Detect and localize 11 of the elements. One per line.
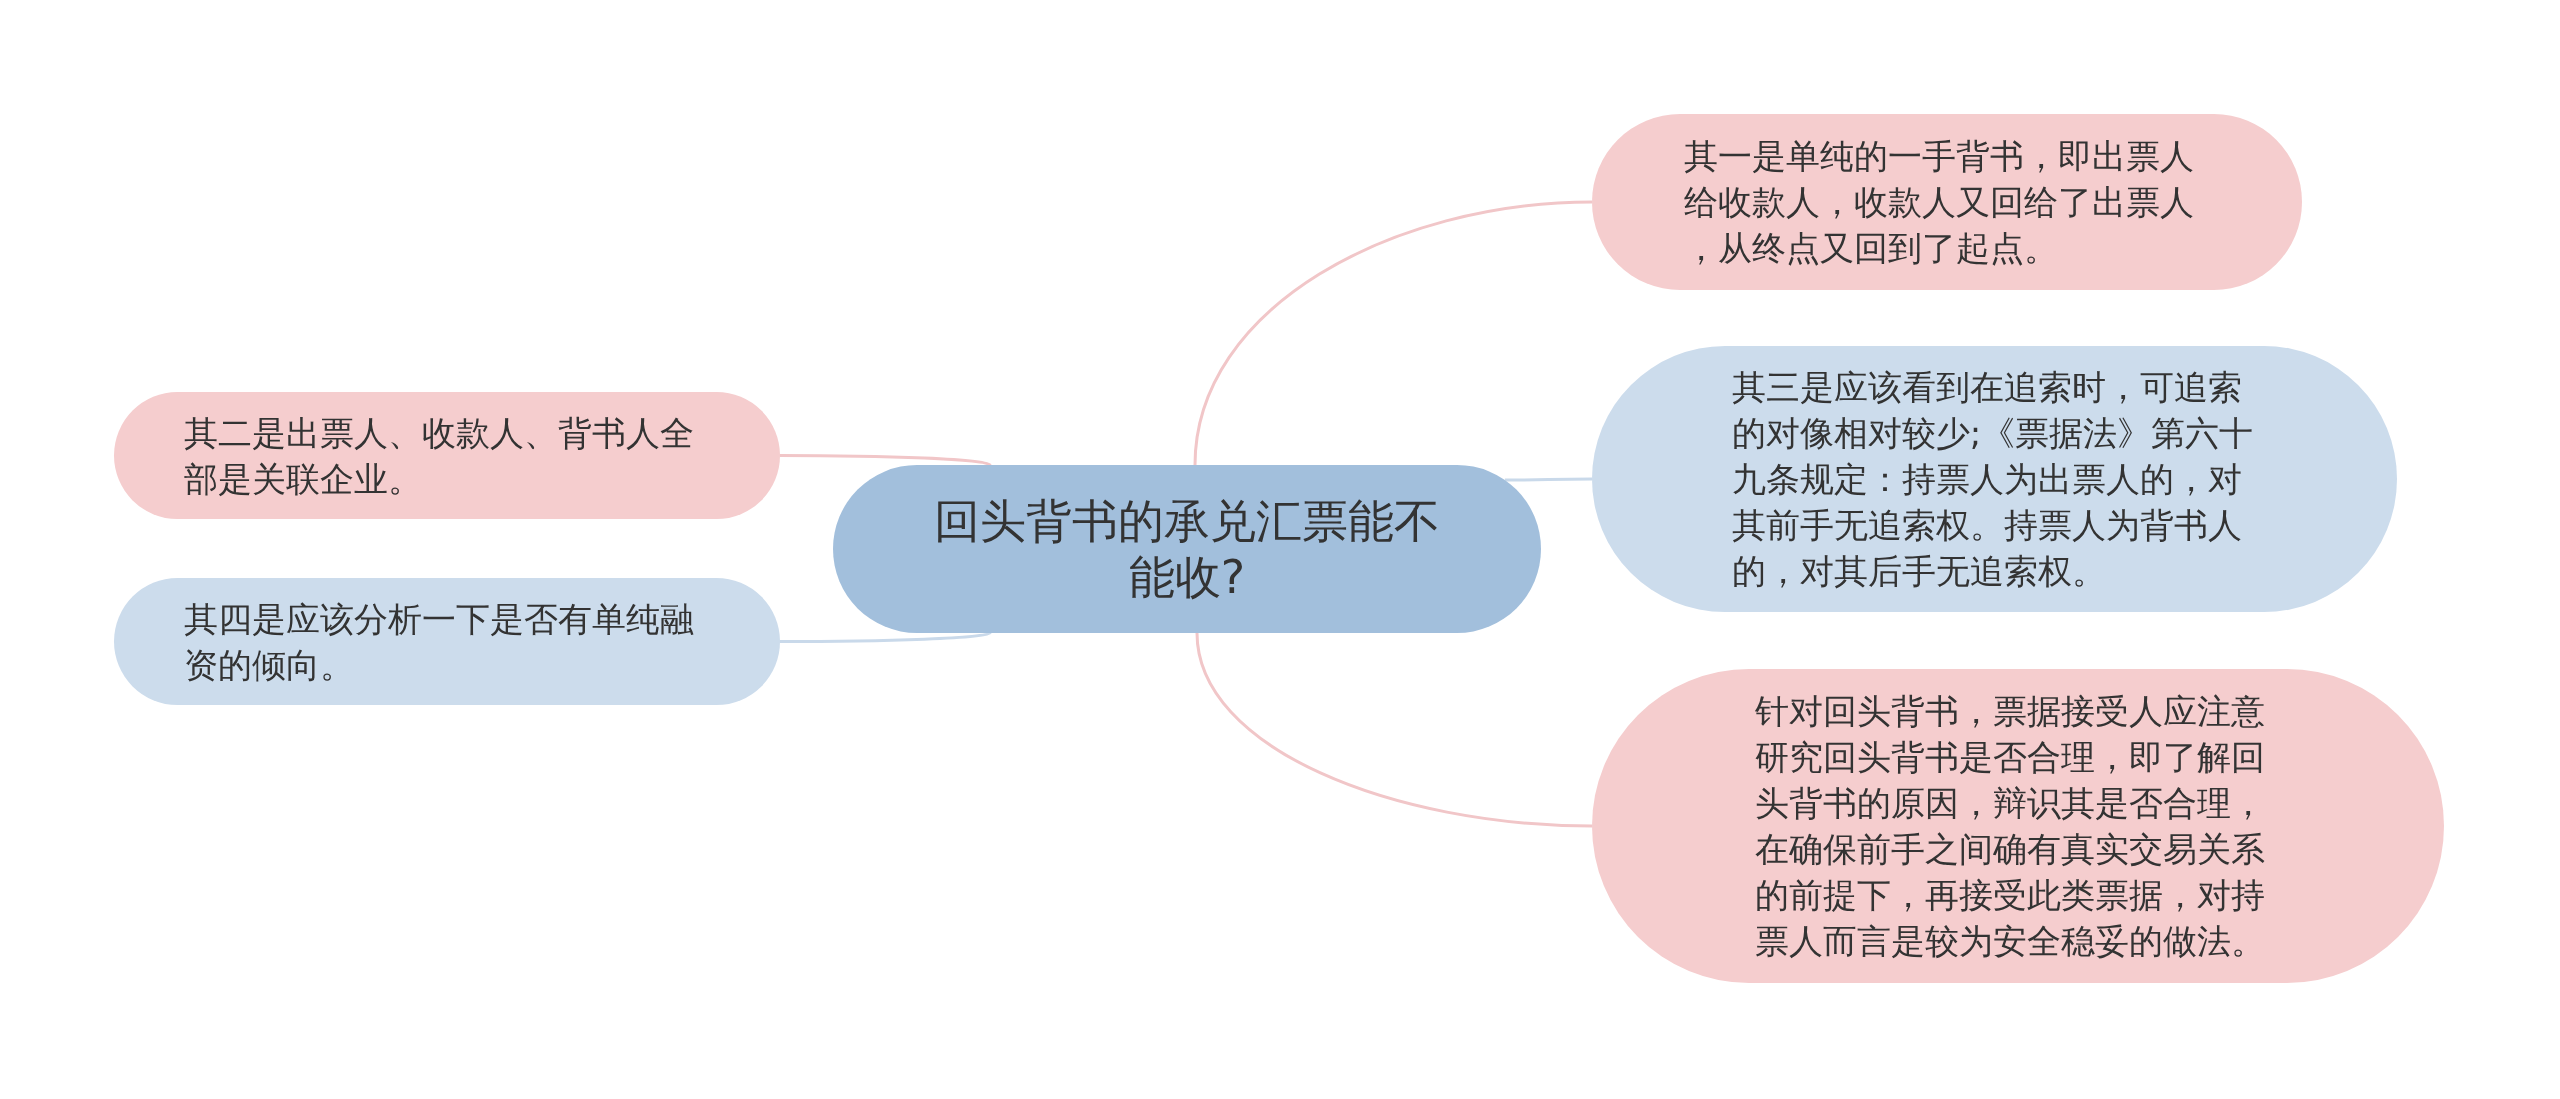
- bubble-text: 其四是应该分析一下是否有单纯融资的倾向。: [184, 597, 696, 687]
- bubble-text: 针对回头背书，票据接受人应注意研究回头背书是否合理，即了解回头背书的原因，辩识其是否合理，在确保前手之间确有真实交易关系的前提下，再接受此类票据，对持票人而言是较为安全稳妥的做法。: [1755, 690, 2267, 963]
- connector-line: [780, 454, 991, 467]
- connector-line: [780, 631, 991, 643]
- connector-line: [1504, 477, 1592, 482]
- bubble-text: 其二是出票人、收款人、背书人全部是关联企业。: [184, 411, 696, 501]
- connector-line: [1195, 632, 1593, 828]
- bubble-text: 其一是单纯的一手背书，即出票人给收款人，收款人又回给了出票人，从终点又回到了起点。: [1684, 135, 2196, 270]
- connector-line: [1193, 200, 1593, 466]
- bubble-text: 回头背书的承兑汇票能不能收?: [933, 493, 1441, 605]
- bubble-text: 其三是应该看到在追索时，可追索的对像相对较少;《票据法》第六十九条规定：持票人为出票人的，对其前手无追索权。持票人为背书人的，对其后手无追索权。: [1731, 366, 2255, 593]
